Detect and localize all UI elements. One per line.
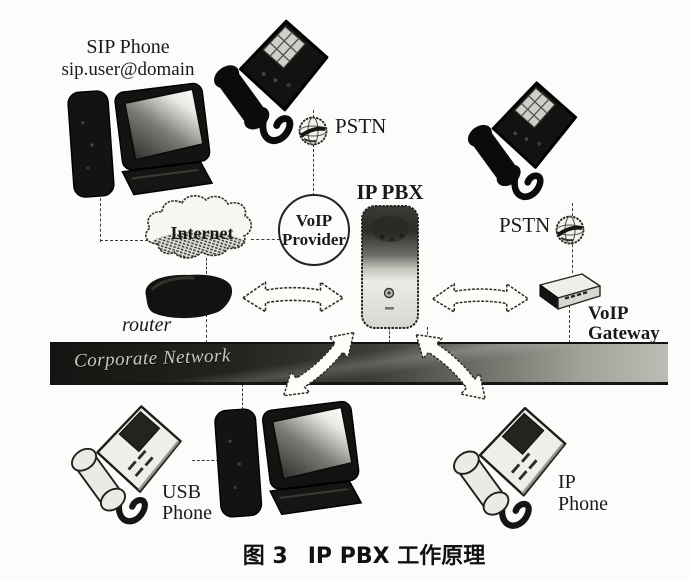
connector-phone-pstn-provider: [313, 110, 314, 196]
connector-usbphone-pc: [192, 460, 224, 461]
connector-internet-router: [206, 258, 207, 274]
connector-sip-pc-internet: [100, 240, 148, 241]
connector-gateway-network: [569, 305, 570, 343]
computer-icon: [213, 399, 363, 519]
pstn-right-label: PSTN: [499, 213, 551, 237]
connector-pbx-network-right: [427, 327, 428, 343]
voip-gateway-label-line1: VoIP: [588, 303, 629, 324]
corporate-network-label: Corporate Network: [73, 345, 232, 372]
connector-router-network: [206, 314, 207, 343]
usb-phone-label-line1: USB: [162, 481, 201, 503]
corporate-network-banner: Corporate Network: [50, 342, 668, 385]
sip-phone-address: sip.user@domain: [61, 59, 195, 80]
internet-label: Internet: [170, 223, 234, 243]
connector-network-pc: [242, 379, 243, 410]
usb-phone-label-line2: Phone: [162, 502, 212, 524]
connector-internet-provider: [251, 239, 280, 240]
usb-phone-label: USB Phone: [162, 482, 212, 524]
connector-sip-pc-down: [100, 198, 101, 242]
globe-icon: [297, 115, 329, 147]
voip-gateway-label-line2: Gateway: [588, 322, 660, 344]
figure-caption-title: IP PBX 工作原理: [307, 544, 486, 569]
voip-provider-label-line1: VoIP: [295, 210, 333, 230]
computer-icon: [66, 81, 214, 199]
ip-phone-label-line1: IP: [558, 471, 576, 493]
double-arrow-icon: [431, 283, 530, 313]
voip-provider-label-line2: Provider: [282, 230, 346, 249]
figure-caption: 图 3 IP PBX 工作原理: [0, 538, 690, 570]
globe-icon: [554, 214, 586, 246]
double-arrow-icon: [242, 281, 344, 313]
router-icon: [143, 273, 234, 320]
desk-phone-icon: [466, 68, 590, 208]
server-icon: [361, 205, 419, 329]
sip-phone-title: SIP Phone: [86, 36, 170, 58]
voip-provider-node: VoIP Provider: [278, 194, 350, 266]
pstn-top-label: PSTN: [335, 114, 387, 138]
router-label: router: [122, 314, 172, 336]
figure-caption-number: 图 3: [242, 544, 288, 569]
ip-phone-label: IP Phone: [558, 471, 608, 515]
connector-pbx-network-left: [389, 327, 390, 343]
ip-pbx-label: IP PBX: [356, 180, 424, 204]
voip-gateway-label: VoIP Gateway: [588, 304, 660, 343]
ip-phone-label-line2: Phone: [558, 492, 608, 515]
